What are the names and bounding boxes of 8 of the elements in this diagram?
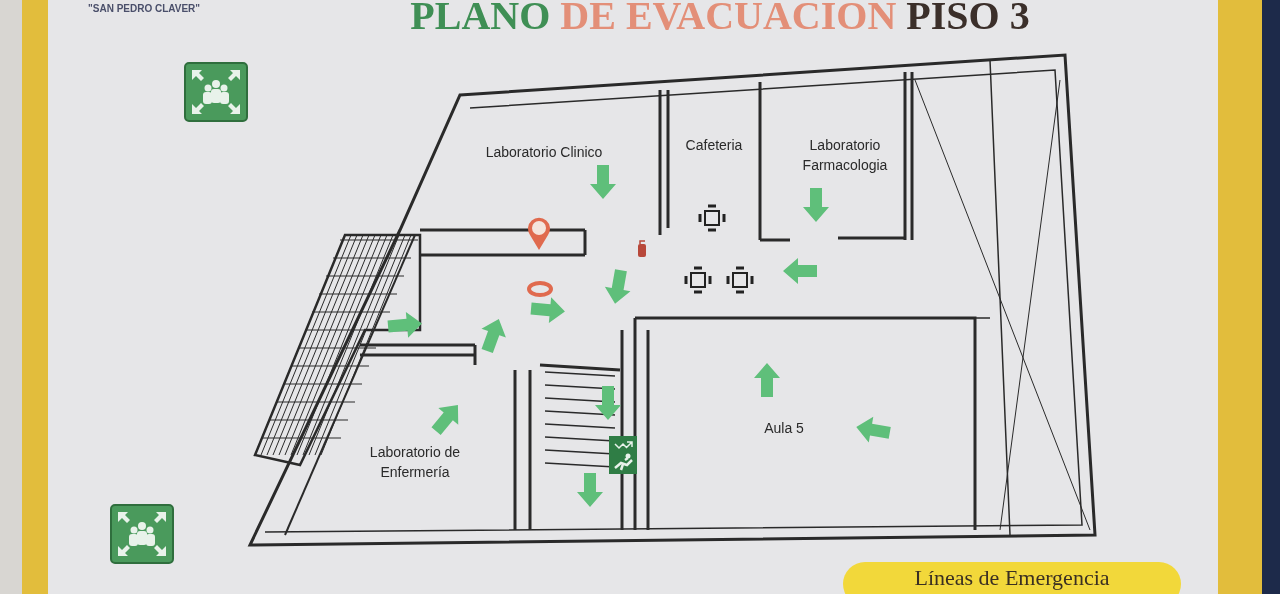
- room-label: Cafeteria: [664, 135, 764, 155]
- room-label: Laboratorio de Enfermería: [340, 442, 490, 482]
- institution-name: "SAN PEDRO CLAVER": [88, 2, 201, 16]
- room-label: Laboratorio Farmacologia: [778, 135, 912, 175]
- emergency-lines-banner: Líneas de Emergencia: [843, 562, 1181, 594]
- room-label: Laboratorio Clinico: [484, 142, 604, 162]
- room-label: Aula 5: [734, 418, 834, 438]
- title: PLANO DE EVACUACION PISO 3: [409, 0, 1031, 40]
